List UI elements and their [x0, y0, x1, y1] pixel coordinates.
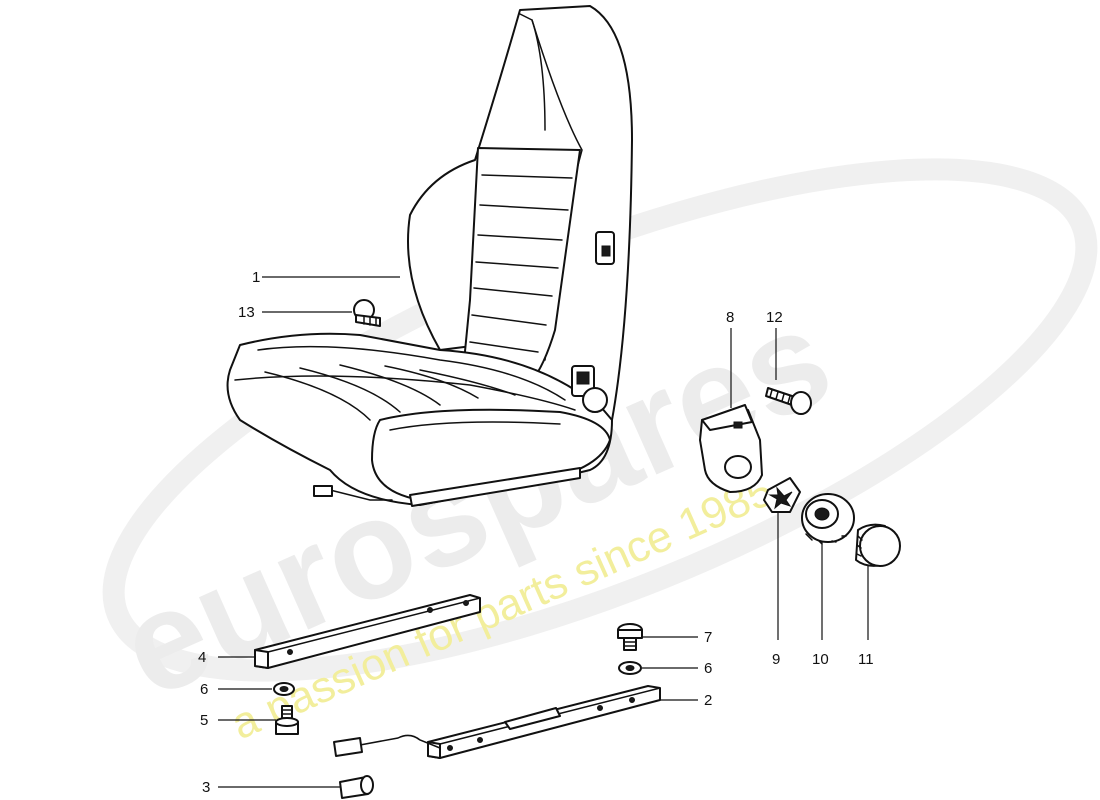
seat-part-1 [226, 5, 633, 507]
callout-5: 5 [200, 712, 208, 729]
rail-part-4 [218, 594, 481, 669]
callout-7: 7 [704, 629, 712, 646]
callout-11: 11 [858, 651, 874, 668]
callout-3: 3 [202, 779, 210, 796]
cap-part-11 [855, 523, 901, 640]
callout-6-right: 6 [704, 660, 712, 677]
callout-2: 2 [704, 692, 712, 709]
wheel-part-10 [801, 493, 855, 640]
washer-part-6-right [618, 661, 698, 675]
callout-1: 1 [252, 269, 260, 286]
bolt-part-7 [617, 623, 698, 651]
callout-4: 4 [198, 649, 206, 666]
washer-part-9 [763, 477, 801, 640]
bolt-part-5 [218, 705, 299, 735]
bracket-part-8 [699, 328, 763, 493]
callout-6-left: 6 [200, 681, 208, 698]
screw-part-12 [765, 328, 812, 415]
callout-13: 13 [238, 304, 255, 321]
rail-part-2 [333, 685, 698, 759]
callout-9: 9 [772, 651, 780, 668]
washer-part-6-left [218, 682, 295, 696]
callout-12: 12 [766, 309, 783, 326]
cap-part-3 [218, 775, 374, 799]
bolt-part-13 [262, 299, 381, 327]
callout-8: 8 [726, 309, 734, 326]
callout-labels: 1 2 3 4 5 6 6 7 8 9 10 11 12 13 [198, 269, 874, 796]
callout-10: 10 [812, 651, 829, 668]
